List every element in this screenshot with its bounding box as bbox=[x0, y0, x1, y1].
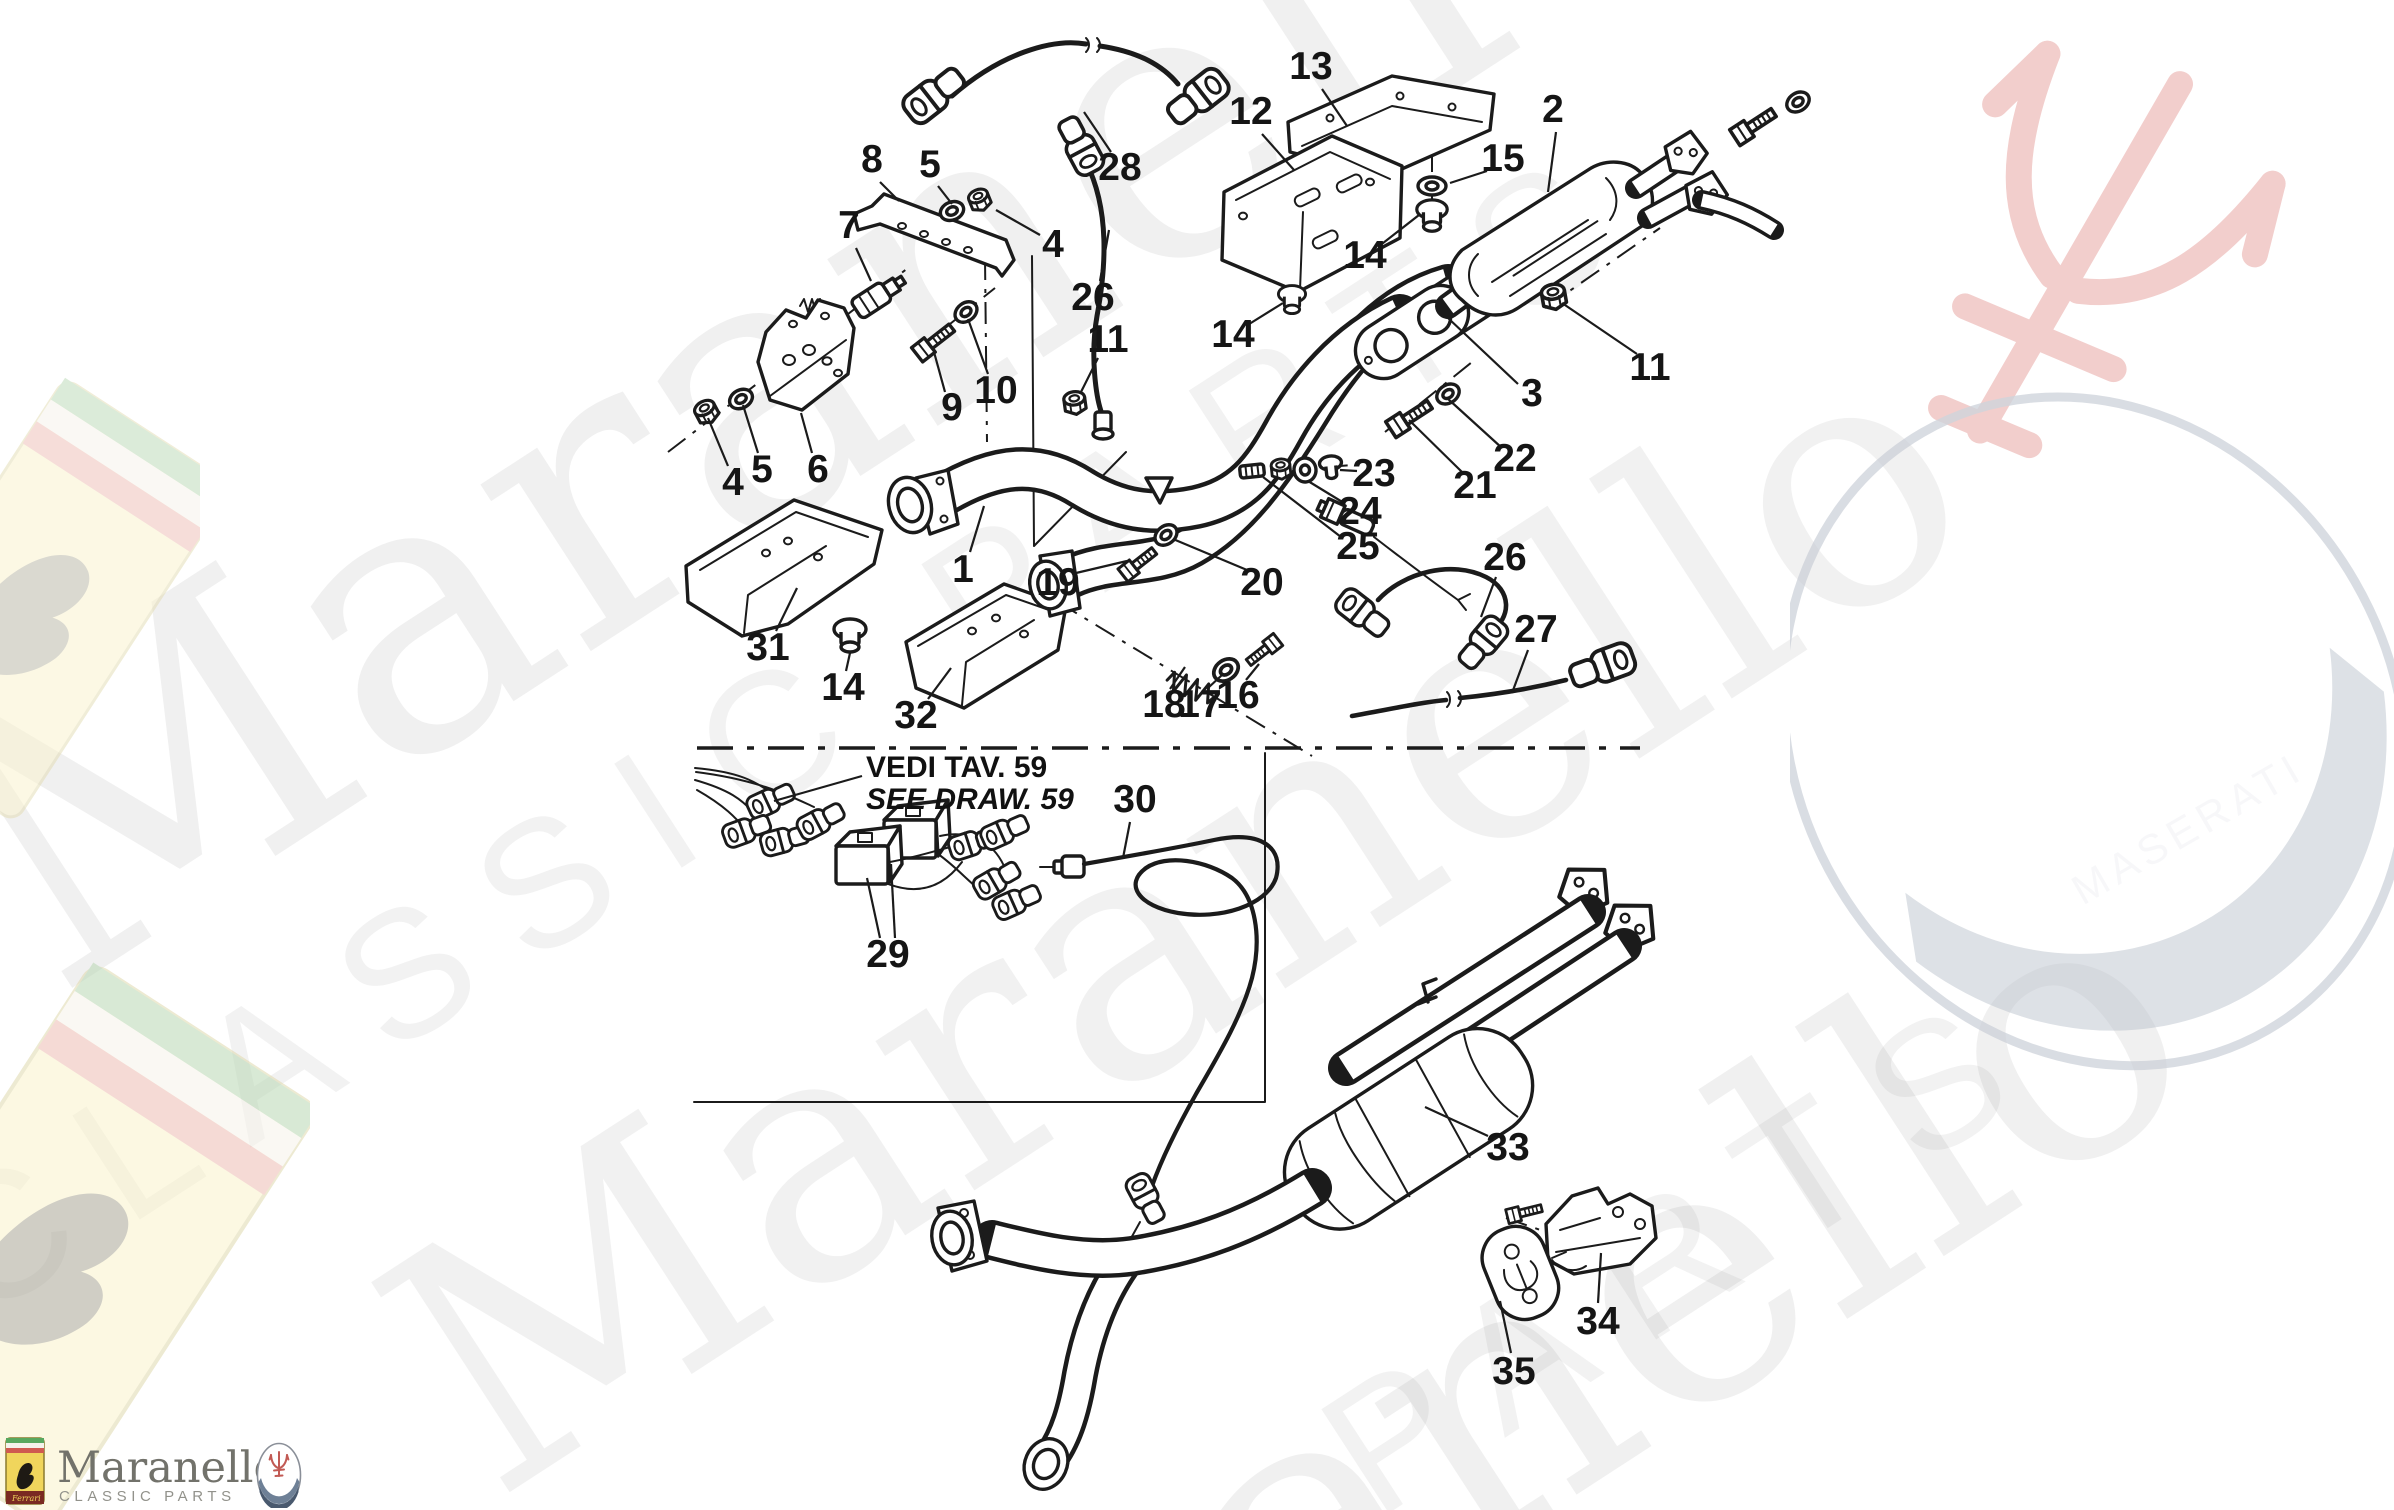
part-number-label: 13 bbox=[1289, 45, 1333, 89]
part-number-label: 12 bbox=[1229, 90, 1273, 134]
part-number-label: 3 bbox=[1521, 372, 1543, 416]
part-number-label: 31 bbox=[746, 626, 790, 670]
maserati-label: MASERATI bbox=[265, 1483, 291, 1488]
logo-subtitle-text: CLASSIC PARTS bbox=[59, 1488, 236, 1505]
part-number-label: 5 bbox=[919, 143, 941, 187]
part-number-label: 4 bbox=[722, 461, 744, 505]
part-number-label: 26 bbox=[1071, 276, 1115, 320]
part-number-label: 2 bbox=[1542, 88, 1564, 132]
part-number-label: 27 bbox=[1514, 608, 1558, 652]
part-number-label: 5 bbox=[751, 448, 773, 492]
part-number-label: 17 bbox=[1178, 683, 1222, 727]
part-number-label: 30 bbox=[1113, 778, 1157, 822]
part-number-label: 9 bbox=[941, 386, 963, 430]
part-number-label: 14 bbox=[1343, 234, 1387, 278]
part-number-label: 11 bbox=[1629, 346, 1671, 390]
part-number-label: 26 bbox=[1483, 536, 1527, 580]
part-number-label: 20 bbox=[1240, 561, 1284, 605]
part-number-label: 10 bbox=[974, 369, 1018, 413]
note-line-italian: VEDI TAV. 59 bbox=[866, 751, 1048, 784]
part-number-label: 14 bbox=[1211, 313, 1255, 357]
part-number-label: 7 bbox=[838, 204, 860, 248]
part-number-label: 11 bbox=[1087, 318, 1129, 362]
part-number-label: 8 bbox=[861, 138, 883, 182]
part-number-label: 18 bbox=[1142, 683, 1186, 727]
part-number-label: 34 bbox=[1576, 1300, 1620, 1344]
logo-brand-text: Maranello bbox=[57, 1443, 280, 1493]
see-drawing-note: VEDI TAV. 59 SEE DRAW. 59 bbox=[866, 752, 1074, 816]
part-number-label: 15 bbox=[1481, 137, 1525, 181]
part-number-label: 23 bbox=[1352, 452, 1396, 496]
part-number-label: 28 bbox=[1098, 146, 1142, 190]
part-number-label: 21 bbox=[1453, 464, 1497, 508]
maserati-trident-watermark: MASERATI bbox=[1790, 40, 2394, 1071]
part-number-label: 35 bbox=[1492, 1350, 1536, 1394]
ferrari-badge-watermark bbox=[0, 962, 310, 1510]
note-line-english: SEE DRAW. 59 bbox=[866, 783, 1074, 816]
ferrari-script: Ferrari bbox=[11, 1494, 41, 1503]
part-number-label: 16 bbox=[1216, 674, 1260, 718]
part-number-label: 25 bbox=[1336, 525, 1380, 569]
part-number-label: 29 bbox=[866, 933, 910, 977]
maserati-oval-logo: MASERATI bbox=[256, 1442, 302, 1508]
maranello-classic-parts-logo: Ferrari Maranello CLASSIC PARTS MASERATI bbox=[0, 1425, 320, 1510]
part-number-label: 19 bbox=[1036, 561, 1080, 605]
part-number-label: 33 bbox=[1486, 1126, 1530, 1170]
part-number-label: 6 bbox=[807, 448, 829, 492]
part-number-label: 1 bbox=[952, 548, 974, 592]
part-number-label: 14 bbox=[821, 666, 865, 710]
part-number-label: 4 bbox=[1042, 223, 1064, 267]
ferrari-shield-logo: Ferrari bbox=[5, 1437, 45, 1505]
part-number-label: 24 bbox=[1338, 490, 1382, 534]
part-number-label: 22 bbox=[1493, 437, 1537, 481]
part-number-label: 32 bbox=[894, 694, 938, 738]
ferrari-badge-watermark: F bbox=[0, 377, 200, 819]
